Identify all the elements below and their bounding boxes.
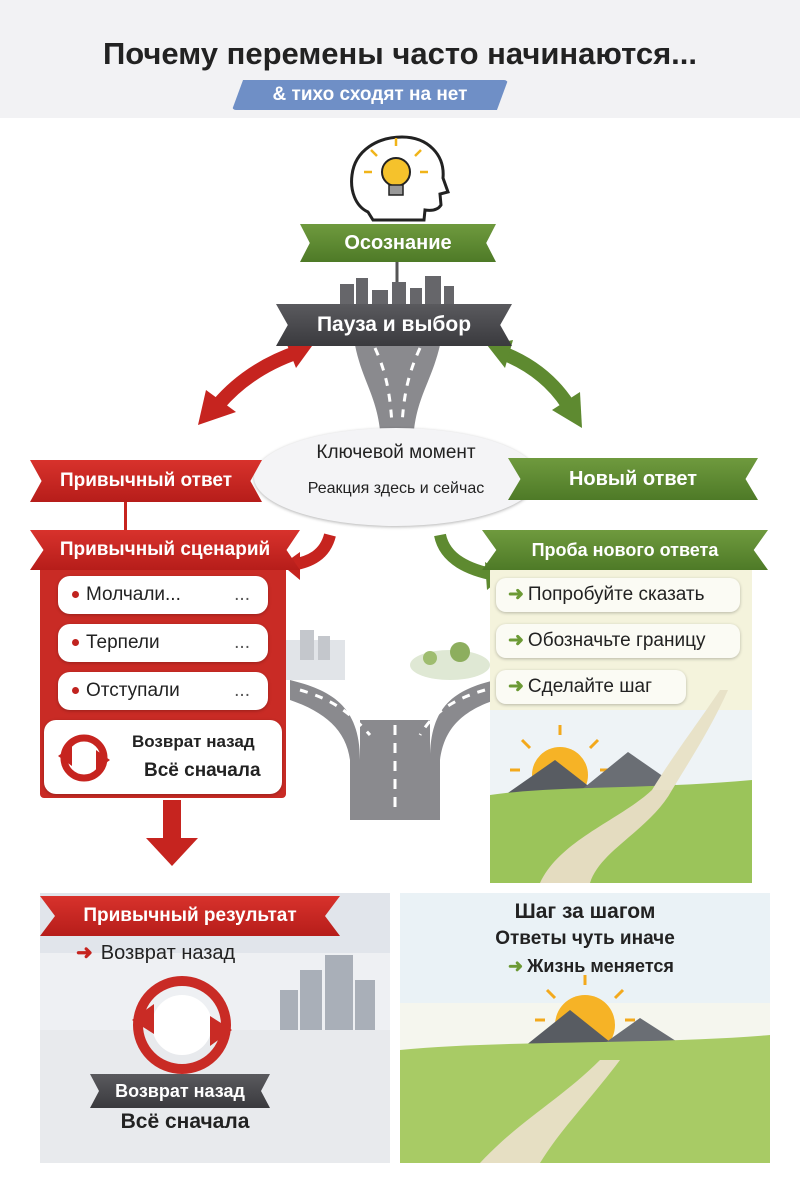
new-item: ➜Обозначьте границу (496, 624, 740, 658)
cycle-line2: Всё сначала (144, 760, 261, 781)
habitual-response-banner: Привычный ответ (30, 460, 262, 502)
habitual-result-arrow-label: Возврат назад (100, 942, 236, 964)
cycle-line1: Возврат назад (132, 732, 255, 751)
page-subtitle-ribbon: & тихо сходят на нет (232, 80, 508, 110)
pause-choice-banner: Пауза и выбор (276, 304, 512, 346)
habitual-item: Молчали...... (58, 576, 268, 614)
cycle-icon (58, 734, 110, 782)
habitual-cycle-box: Возврат назад Всё сначала (44, 720, 282, 794)
connector-line (124, 502, 127, 530)
key-moment-subtitle: Реакция здесь и сейчас (307, 480, 485, 497)
green-arrow-right (497, 345, 574, 409)
bullet-dot (72, 639, 79, 646)
habitual-item: Отступали... (58, 672, 268, 710)
fork-road-bottom (285, 630, 495, 820)
arrow-right-icon: ➜ (508, 630, 524, 651)
red-arrow-down (163, 800, 181, 840)
trial-response-banner: Проба нового ответа (482, 530, 768, 570)
new-item-label: Попробуйте сказать (527, 584, 705, 605)
habitual-item-label: Терпели (86, 632, 160, 653)
head-lightbulb-icon (350, 135, 450, 222)
habitual-result-arrow-text: ➜ Возврат назад (76, 940, 235, 965)
new-result-card (400, 893, 770, 1163)
new-item: ➜Попробуйте сказать (496, 578, 740, 612)
arrow-right-icon: ➜ (508, 956, 524, 976)
habitual-scenario-banner: Привычный сценарий (30, 530, 300, 570)
new-item-label: Сделайте шаг (527, 676, 653, 697)
habitual-item-label: Молчали... (86, 584, 181, 605)
page-title: Почему перемены часто начинаются... (102, 36, 698, 71)
key-moment-title: Ключевой момент (316, 442, 476, 463)
awareness-banner: Осознание (300, 224, 496, 262)
arrow-right-icon: ➜ (508, 676, 524, 697)
red-arrow-left (212, 345, 301, 410)
fork-road-top (355, 345, 440, 430)
habitual-result-banner: Привычный результат (40, 896, 340, 936)
arrow-right-icon: ➜ (508, 584, 524, 605)
habitual-result-bottom-text: Всё сначала (120, 1110, 250, 1133)
new-result-line2: Ответы чуть иначе (495, 928, 675, 949)
cycle-icon-large (133, 976, 231, 1074)
new-result-line3: ➜Жизнь меняется (400, 956, 770, 977)
ellipsis: ... (234, 680, 250, 701)
sunrise-landscape-1 (490, 690, 752, 883)
arrow-right-icon: ➜ (76, 942, 93, 964)
new-response-banner: Новый ответ (508, 458, 758, 500)
new-result-line3-label: Жизнь меняется (527, 956, 674, 976)
bullet-dot (72, 687, 79, 694)
new-result-line1: Шаг за шагом (514, 900, 656, 923)
new-item: ➜Сделайте шаг (496, 670, 686, 704)
key-moment-oval: Ключевой момент Реакция здесь и сейчас (254, 428, 538, 526)
ellipsis: ... (234, 584, 250, 605)
habitual-item: Терпели... (58, 624, 268, 662)
ellipsis: ... (234, 632, 250, 653)
habitual-item-label: Отступали (86, 680, 180, 701)
habitual-result-bottom-banner: Возврат назад (90, 1074, 270, 1108)
new-item-label: Обозначьте границу (527, 630, 706, 651)
bullet-dot (72, 591, 79, 598)
